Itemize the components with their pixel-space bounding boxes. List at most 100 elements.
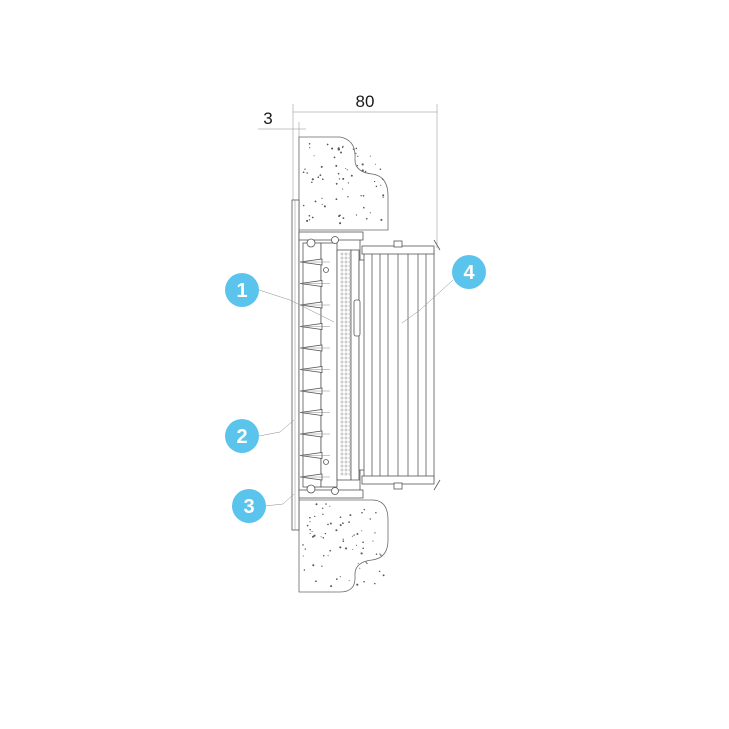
concrete-speckle xyxy=(335,164,338,167)
concrete-speckle xyxy=(366,562,368,565)
concrete-speckle xyxy=(327,523,329,526)
mesh-cell xyxy=(344,448,348,452)
concrete-speckle xyxy=(363,508,366,511)
concrete-speckle xyxy=(379,553,381,555)
upper-wall-speckle xyxy=(302,142,385,225)
mesh-cell xyxy=(344,460,348,464)
concrete-speckle xyxy=(337,172,340,175)
concrete-speckle xyxy=(356,165,358,167)
mesh-cell xyxy=(340,464,344,468)
mesh-cell xyxy=(344,264,348,268)
concrete-speckle xyxy=(369,155,371,157)
adapter-clip xyxy=(353,299,361,337)
mesh-cell xyxy=(348,272,352,276)
mesh-cell xyxy=(348,252,352,256)
concrete-speckle xyxy=(348,580,350,582)
mesh-cell xyxy=(340,252,344,256)
concrete-speckle xyxy=(382,196,384,198)
mesh-cell xyxy=(340,428,344,432)
mesh-cell xyxy=(344,340,348,344)
mesh-cell xyxy=(348,392,352,396)
concrete-speckle xyxy=(346,169,348,171)
concrete-speckle xyxy=(342,522,344,525)
mesh-cell xyxy=(348,400,352,404)
concrete-speckle xyxy=(382,574,385,577)
concrete-speckle xyxy=(339,516,342,518)
mesh-cell xyxy=(344,364,348,368)
concrete-speckle xyxy=(302,555,304,557)
lower-wall-speckle xyxy=(302,503,385,588)
mesh-cell xyxy=(340,324,344,328)
mesh-cell xyxy=(340,276,344,280)
mesh-cell xyxy=(340,384,344,388)
mesh-cell xyxy=(344,464,348,468)
mesh-cell xyxy=(340,308,344,312)
concrete-speckle xyxy=(355,544,358,546)
mesh-cell xyxy=(340,316,344,320)
concrete-speckle xyxy=(311,178,314,181)
mesh-cell xyxy=(344,304,348,308)
concrete-speckle xyxy=(352,148,355,151)
flange-plate xyxy=(291,199,300,531)
concrete-speckle xyxy=(317,176,320,179)
concrete-speckle xyxy=(342,177,345,180)
concrete-speckle xyxy=(355,152,357,155)
mesh-cell xyxy=(348,344,352,348)
dimension-label-3: 3 xyxy=(263,109,272,128)
mesh-cell xyxy=(344,404,348,408)
concrete-speckle xyxy=(329,522,332,525)
concrete-speckle xyxy=(345,167,347,170)
concrete-speckle xyxy=(315,580,317,583)
mesh-cell xyxy=(344,288,348,292)
concrete-speckle xyxy=(375,185,378,188)
mesh-cell xyxy=(344,372,348,376)
mesh-cell xyxy=(344,320,348,324)
mesh-cell xyxy=(348,428,352,432)
concrete-speckle xyxy=(356,533,359,535)
concrete-speckle xyxy=(350,174,353,177)
concrete-speckle xyxy=(306,524,309,527)
mesh-cell xyxy=(340,396,344,400)
concrete-speckle xyxy=(309,528,311,531)
mesh-cell xyxy=(344,344,348,348)
louvre-blades xyxy=(299,258,330,481)
concrete-speckle xyxy=(356,583,359,586)
concrete-speckle xyxy=(309,516,311,519)
mesh-cell xyxy=(340,400,344,404)
callout-circle-1 xyxy=(225,273,259,307)
mesh-cell xyxy=(344,300,348,304)
mesh-cell xyxy=(344,440,348,444)
concrete-speckle xyxy=(322,178,324,180)
concrete-speckle xyxy=(374,532,376,534)
concrete-speckle xyxy=(327,555,329,557)
mesh-cell xyxy=(340,260,344,264)
mesh-cell xyxy=(348,356,352,360)
callout-3: 3 xyxy=(232,489,266,523)
mesh-cell xyxy=(340,444,344,448)
concrete-speckle xyxy=(306,219,309,222)
concrete-speckle xyxy=(308,219,311,221)
mesh-cell xyxy=(348,328,352,332)
mesh-cell xyxy=(340,420,344,424)
concrete-speckle xyxy=(361,163,364,166)
screw-bottom-left xyxy=(306,484,316,494)
mesh-cell xyxy=(340,364,344,368)
concrete-speckle xyxy=(363,580,365,583)
concrete-speckle xyxy=(374,582,376,585)
mesh-cell xyxy=(340,456,344,460)
mesh-cell xyxy=(344,412,348,416)
concrete-speckle xyxy=(375,553,378,556)
grille-inner-bar xyxy=(320,242,338,488)
mesh-cell xyxy=(344,312,348,316)
mesh-cell xyxy=(344,316,348,320)
mesh-cell xyxy=(348,308,352,312)
concrete-speckle xyxy=(321,507,324,510)
concrete-speckle xyxy=(312,564,315,567)
mesh-cell xyxy=(340,368,344,372)
mesh-cell xyxy=(340,388,344,392)
concrete-speckle xyxy=(308,142,311,145)
mesh-cell xyxy=(348,416,352,420)
callout-number-4: 4 xyxy=(463,262,475,284)
mesh-cell xyxy=(344,308,348,312)
